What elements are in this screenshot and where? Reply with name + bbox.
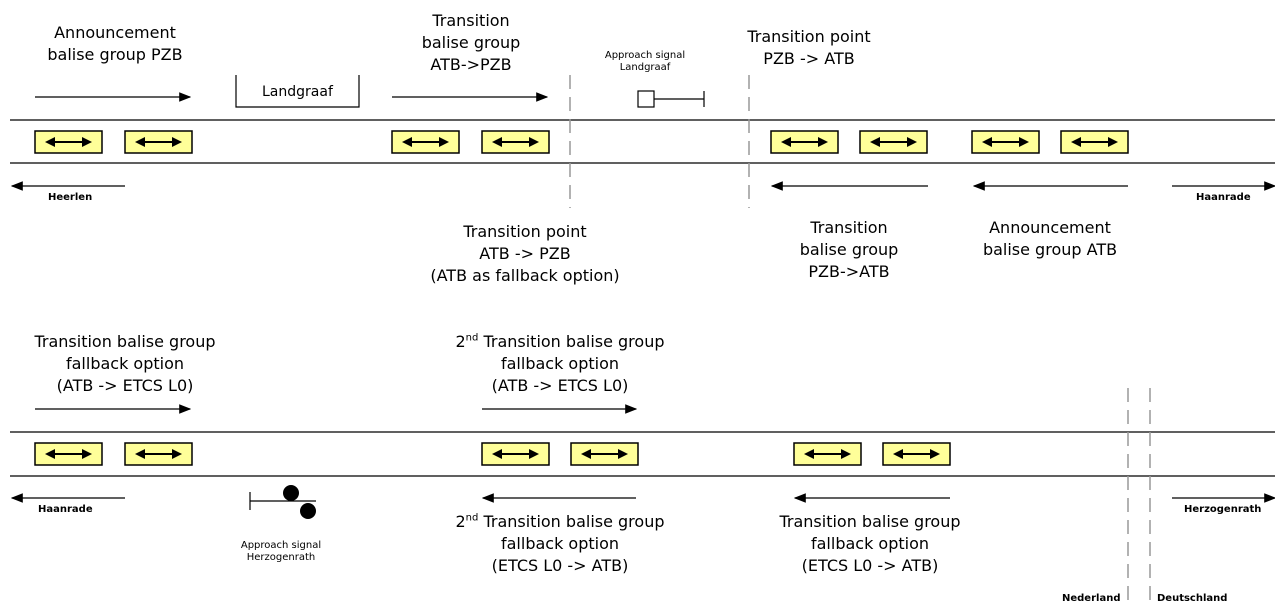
label-approach-landgraaf: Approach signal Landgraaf — [590, 50, 700, 74]
approach-signal-landgraaf — [637, 90, 705, 108]
balise — [770, 130, 839, 154]
label-line: fallback option — [500, 354, 620, 373]
label-line: balise group PZB — [47, 45, 183, 64]
label-line: (ATB -> ETCS L0) — [56, 376, 194, 395]
label-line: Announcement — [54, 23, 176, 42]
label-line: PZB->ATB — [808, 262, 890, 281]
balise — [570, 442, 639, 466]
ordinal-number: 2 — [455, 332, 466, 351]
station-landgraaf: Landgraaf — [262, 84, 333, 100]
label-line: Transition balise group — [779, 512, 961, 531]
balise — [971, 130, 1040, 154]
ordinal-suffix: nd — [465, 332, 479, 344]
label-line: fallback option — [65, 354, 185, 373]
balise — [882, 442, 951, 466]
label-line: Approach signal — [240, 540, 322, 551]
balise — [481, 442, 550, 466]
border-label-deutschland: Deutschland — [1157, 593, 1228, 604]
label-approach-herzogenrath: Approach signal Herzogenrath — [226, 540, 336, 564]
label-line: balise group ATB — [982, 240, 1118, 259]
ordinal-number: 2 — [455, 512, 466, 531]
label-text: Transition balise group — [478, 332, 665, 351]
label-line: 2nd Transition balise group — [440, 511, 680, 533]
label-line: (ATB -> ETCS L0) — [491, 376, 629, 395]
label-transition-fallback-right: Transition balise group fallback option … — [765, 511, 975, 577]
label-transition-point-pzb-atb: Transition point PZB -> ATB — [734, 26, 884, 70]
ordinal-suffix: nd — [465, 512, 479, 524]
balise — [34, 130, 103, 154]
label-line: (ETCS L0 -> ATB) — [491, 556, 629, 575]
label-second-transition-bottom: 2nd Transition balise group fallback opt… — [440, 511, 680, 577]
bottom-track — [10, 431, 1275, 477]
balise — [481, 130, 550, 154]
end-label-herzogenrath: Herzogenrath — [1184, 504, 1262, 515]
label-transition-pzb-atb: Transition balise group PZB->ATB — [774, 217, 924, 283]
label-text: Transition balise group — [478, 512, 665, 531]
label-line: fallback option — [500, 534, 620, 553]
label-line: Transition — [432, 11, 510, 30]
label-line: fallback option — [810, 534, 930, 553]
label-announcement-atb: Announcement balise group ATB — [970, 217, 1130, 261]
border-label-nederland: Nederland — [1062, 593, 1121, 604]
label-line: 2nd Transition balise group — [440, 331, 680, 353]
label-line: balise group — [799, 240, 899, 259]
label-line: Announcement — [989, 218, 1111, 237]
balise — [124, 130, 193, 154]
label-line: ATB->PZB — [430, 55, 512, 74]
label-line: ATB -> PZB — [479, 244, 571, 263]
label-line: Approach signal — [604, 50, 686, 61]
end-label-heerlen: Heerlen — [48, 192, 93, 203]
label-line: Transition — [810, 218, 888, 237]
balise — [793, 442, 862, 466]
approach-signal-herzogenrath — [249, 485, 316, 519]
label-second-transition-top: 2nd Transition balise group fallback opt… — [440, 331, 680, 397]
label-line: Transition point — [747, 27, 871, 46]
label-transition-fallback-left: Transition balise group fallback option … — [20, 331, 230, 397]
label-line: Transition point — [463, 222, 587, 241]
balise — [391, 130, 460, 154]
balise — [1060, 130, 1129, 154]
top-track — [10, 119, 1275, 164]
label-line: (ATB as fallback option) — [430, 266, 620, 285]
label-transition-atb-pzb: Transition balise group ATB->PZB — [396, 10, 546, 76]
balise — [859, 130, 928, 154]
label-announcement-pzb: Announcement balise group PZB — [40, 22, 190, 66]
label-line: (ETCS L0 -> ATB) — [801, 556, 939, 575]
end-label-haanrade-top: Haanrade — [1196, 192, 1251, 203]
label-line: balise group — [421, 33, 521, 52]
balise — [124, 442, 193, 466]
label-line: Landgraaf — [619, 62, 671, 73]
balise — [34, 442, 103, 466]
label-line: PZB -> ATB — [763, 49, 855, 68]
label-transition-point-atb-pzb: Transition point ATB -> PZB (ATB as fall… — [410, 221, 640, 287]
station-platform — [235, 75, 360, 108]
end-label-haanrade-bottom: Haanrade — [38, 504, 93, 515]
label-line: Transition balise group — [34, 332, 216, 351]
label-line: Herzogenrath — [246, 552, 316, 563]
